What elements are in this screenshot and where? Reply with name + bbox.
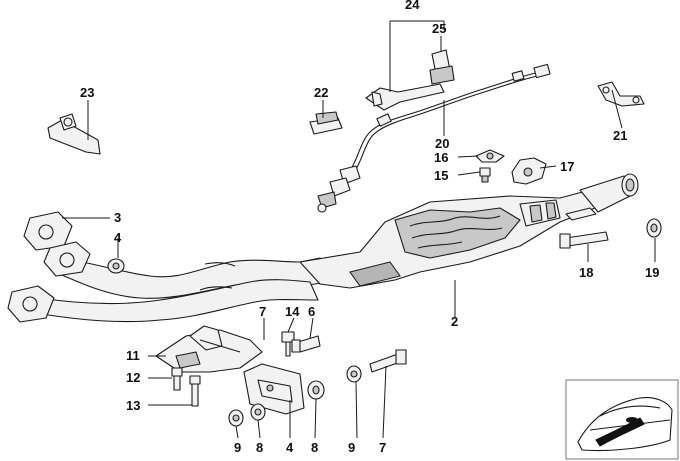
support-bracket-6 [155,325,263,373]
callout-6: 7 [259,304,266,319]
front-pipe-assembly [7,211,331,323]
callout-13: 13 [126,398,140,413]
bolt-5 [291,335,321,353]
callout-12: 12 [126,370,140,385]
callout-1: 2 [451,314,458,329]
oxygen-sensor [317,63,551,213]
callout-9: 9 [234,440,241,455]
callout-19: 19 [645,265,659,280]
callout-8b: 8 [311,440,318,455]
callout-11: 11 [126,348,140,363]
nut-3 [107,258,125,274]
callout-8a: 8 [256,440,263,455]
catalytic-converter [299,173,639,289]
callout-25: 25 [432,21,446,36]
callout-22: 22 [314,85,328,100]
bolt-13 [189,375,201,407]
callout-labels: 24 25 22 23 21 20 16 15 17 3 4 18 19 2 7… [80,0,659,455]
hanger-23 [47,113,101,155]
vehicle-location-thumbnail [565,379,679,460]
callout-23: 23 [80,85,94,100]
callout-10: 9 [348,440,355,455]
callout-7: 7 [379,440,386,455]
callout-15: 15 [434,168,448,183]
callout-20: 20 [435,136,449,151]
callout-16: 16 [434,150,448,165]
callout-21: 21 [613,128,627,143]
bracket-24 [365,49,455,111]
plate-4 [243,363,305,415]
callout-24: 24 [405,0,420,12]
rubber-mount-parts [475,149,547,185]
washers [228,365,362,427]
callout-5: 6 [308,304,315,319]
leader-lines [62,20,656,439]
callout-2: 3 [114,210,121,225]
bolt-12 [171,367,183,391]
bracket-21 [597,81,645,107]
clip-22 [309,111,343,135]
bolt-18 [559,231,609,249]
callout-17: 17 [560,159,574,174]
callout-14: 14 [285,304,300,319]
bolt-7 [369,349,407,373]
nut-19 [646,218,662,238]
callout-3: 4 [114,230,122,245]
callout-4: 4 [286,440,294,455]
callout-18: 18 [579,265,593,280]
